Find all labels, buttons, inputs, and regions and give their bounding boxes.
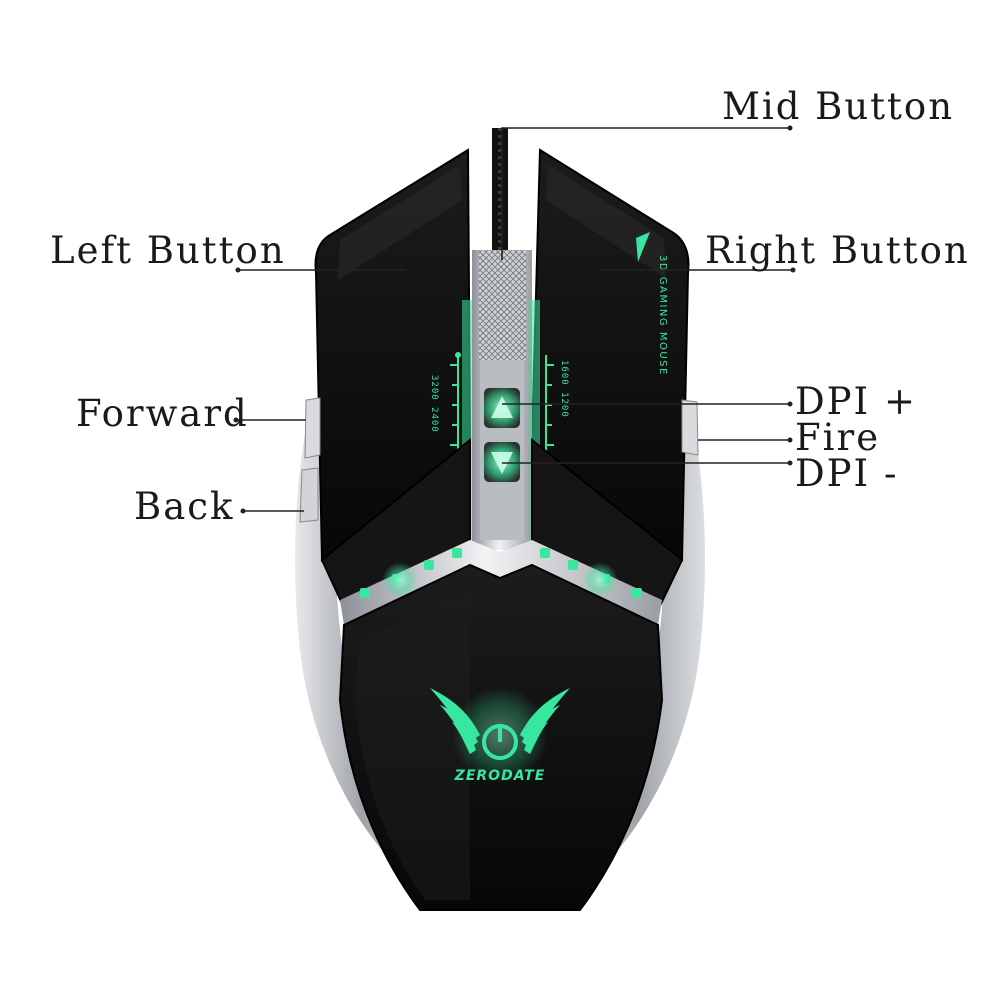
dpi-minus-button[interactable] <box>480 440 524 484</box>
mid-button-leader <box>501 127 790 260</box>
forward-side-button[interactable] <box>304 397 321 459</box>
brand-name: ZERODATE <box>454 768 546 784</box>
glow-strip-left <box>462 300 472 540</box>
fire-side-button[interactable] <box>681 399 699 456</box>
dpi-plus-button[interactable] <box>480 386 524 430</box>
back-side-button[interactable] <box>299 467 319 523</box>
palm-sheen <box>355 590 470 900</box>
dpi-scale-right-text: 1600 1200 <box>559 360 569 418</box>
left-button-sheen <box>338 165 462 280</box>
leader-lines <box>236 127 793 512</box>
model-mark: 3D GAMING MOUSE <box>636 232 668 376</box>
fire-label: Fire <box>795 416 881 459</box>
dpi-minus-label: DPI - <box>795 452 899 495</box>
dpi-scale-left-text: 3200 2400 <box>429 375 439 433</box>
model-text: 3D GAMING MOUSE <box>657 255 668 376</box>
brand-logo: ZERODATE <box>430 687 570 784</box>
mid-button-label: Mid Button <box>722 85 955 128</box>
accent-band <box>340 540 662 625</box>
scroll-wheel[interactable] <box>478 250 526 360</box>
dpi-scale-left: 3200 2400 <box>429 352 461 460</box>
glow-strip-right <box>530 300 540 540</box>
left-button-label: Left Button <box>50 229 286 272</box>
forward-label: Forward <box>76 392 249 435</box>
right-button-label: Right Button <box>705 229 970 272</box>
right-button-sheen <box>546 165 666 278</box>
dpi-plus-label: DPI + <box>795 380 917 423</box>
leader-dots <box>233 125 796 514</box>
back-label: Back <box>134 485 235 528</box>
